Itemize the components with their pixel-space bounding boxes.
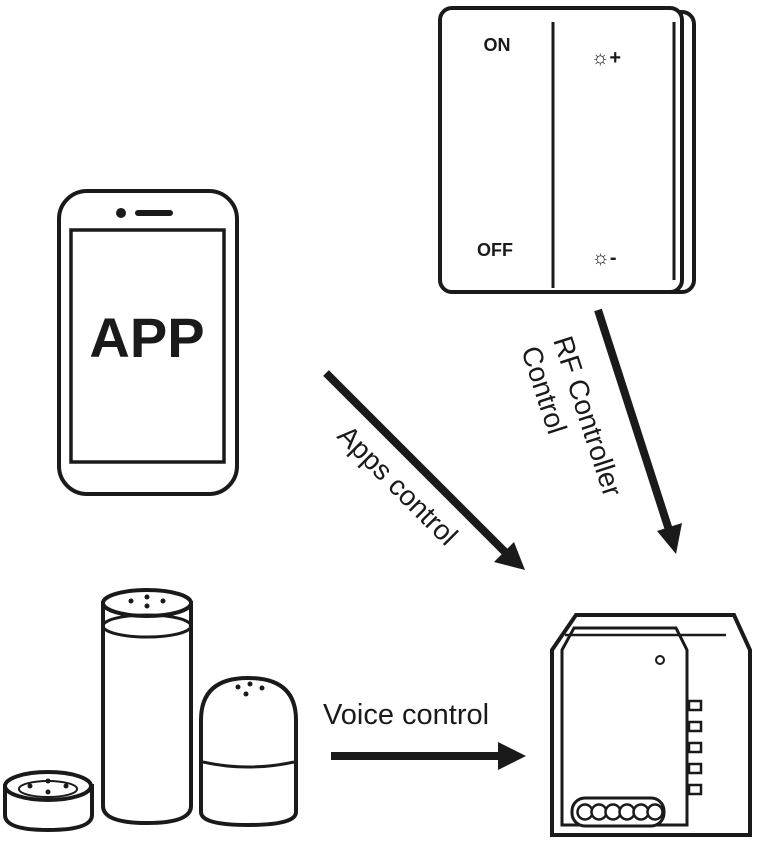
- tall-speaker-body: [101, 601, 193, 826]
- rf-remote-body: [438, 6, 684, 294]
- rf-arrowhead-icon: [657, 523, 682, 554]
- dome-speaker-seam: [202, 760, 295, 769]
- brightness-up-button-label: ☼+: [591, 47, 621, 69]
- dome-speaker-mic-dot: [243, 691, 249, 697]
- apps-arrow-line: [323, 370, 509, 556]
- smart-speakers: [3, 588, 298, 833]
- tall-speaker-mic-dot: [128, 598, 134, 604]
- tall-speaker-mic-dot: [160, 598, 166, 604]
- rf-arrow-line: [594, 308, 673, 532]
- puck-speaker-mic-dot: [63, 783, 69, 789]
- phone-app-label: APP: [89, 306, 204, 369]
- tall-speaker-ring: [101, 613, 193, 639]
- module-terminal-tab: [687, 699, 703, 712]
- tall-speaker-mic-dot: [144, 603, 150, 609]
- module-led-icon: [655, 655, 665, 665]
- module-body: [550, 613, 752, 837]
- rf-remote: ON OFF ☼+ ☼-: [438, 6, 696, 294]
- smartphone: APP: [57, 189, 239, 496]
- switch-module: [550, 613, 752, 837]
- module-front-face: [560, 626, 689, 827]
- tall-speaker-mic-dot: [144, 594, 150, 600]
- puck-speaker-icon: [3, 770, 94, 833]
- voice-arrowhead-icon: [498, 742, 526, 770]
- module-terminal-tab: [687, 783, 703, 796]
- puck-speaker-mic-dot: [45, 778, 51, 784]
- module-terminal-tab: [687, 720, 703, 733]
- on-button-label: ON: [484, 35, 511, 55]
- apps-arrow: Apps control: [323, 370, 525, 570]
- voice-control-label: Voice control: [323, 699, 489, 731]
- dome-speaker-mic-dot: [247, 681, 253, 687]
- puck-speaker-top: [3, 770, 93, 802]
- apps-arrowhead-icon: [494, 542, 525, 570]
- brightness-down-button-label: ☼-: [592, 247, 617, 269]
- module-terminal-tab: [687, 762, 703, 775]
- phone-screen: [69, 228, 226, 464]
- puck-speaker-mic-dot: [45, 789, 51, 795]
- dome-speaker-mic-dot: [235, 684, 241, 690]
- puck-speaker-mic-dot: [27, 783, 33, 789]
- off-button-label: OFF: [477, 240, 513, 260]
- tall-speaker-icon: [101, 588, 193, 826]
- dome-speaker-icon: [199, 675, 298, 828]
- module-terminal-screw: [646, 803, 664, 821]
- dome-speaker-mic-dot: [259, 685, 265, 691]
- rf-arrow: RF Controller Control: [515, 308, 682, 554]
- module-terminal-tab: [687, 741, 703, 754]
- tall-speaker-top: [101, 588, 193, 618]
- phone-camera-icon: [116, 208, 126, 218]
- voice-arrow: Voice control: [323, 699, 526, 770]
- dome-speaker-body: [199, 675, 298, 828]
